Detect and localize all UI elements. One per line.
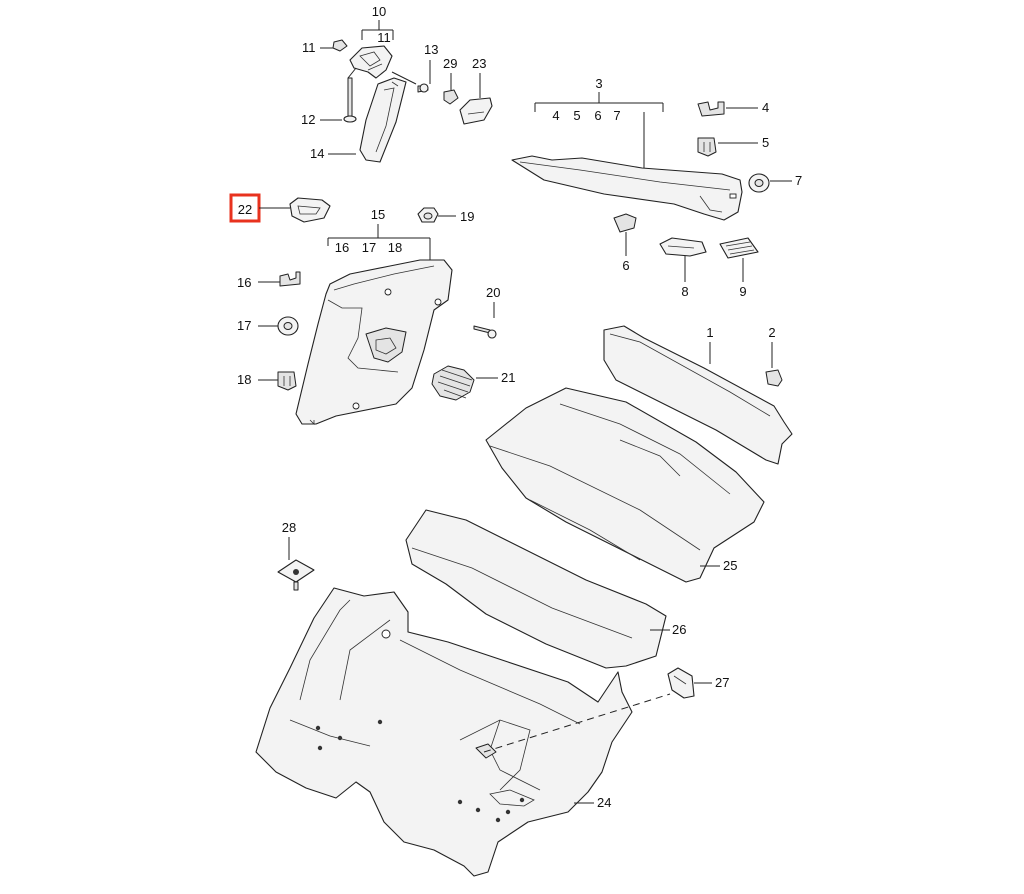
part-20-screw[interactable]: 20 — [473, 285, 500, 339]
part-6-clip[interactable]: 6 — [613, 213, 637, 273]
callout-10[interactable]: 10 — [372, 4, 386, 19]
callout-18[interactable]: 18 — [237, 372, 251, 387]
callout-3-sub-5[interactable]: 5 — [573, 108, 580, 123]
part-4-clip[interactable]: 4 — [697, 100, 769, 117]
callout-4[interactable]: 4 — [762, 100, 769, 115]
callout-27[interactable]: 27 — [715, 675, 729, 690]
callout-13[interactable]: 13 — [424, 42, 438, 57]
callout-28[interactable]: 28 — [282, 520, 296, 535]
callout-3-sub-7[interactable]: 7 — [613, 108, 620, 123]
callout-15-sub-16[interactable]: 16 — [335, 240, 349, 255]
part-15-side-trim[interactable] — [295, 259, 453, 425]
callout-15-sub-17[interactable]: 17 — [362, 240, 376, 255]
part-9-grille[interactable]: 9 — [719, 237, 759, 299]
part-16-clip[interactable]: 16 — [237, 271, 301, 290]
callout-1[interactable]: 1 — [706, 325, 713, 340]
callout-3-sub-6[interactable]: 6 — [594, 108, 601, 123]
callout-3-sub-4[interactable]: 4 — [552, 108, 559, 123]
part-24-floor-trim[interactable]: 24 — [255, 587, 633, 877]
part-28-bracket[interactable]: 28 — [277, 520, 315, 591]
callout-15[interactable]: 15 — [371, 207, 385, 222]
callout-21[interactable]: 21 — [501, 370, 515, 385]
callout-7[interactable]: 7 — [795, 173, 802, 188]
callout-group-3: 3 4 5 6 7 — [534, 76, 664, 168]
part-21-grille[interactable]: 21 — [431, 365, 515, 401]
pillar-bracket[interactable] — [349, 45, 393, 79]
callout-24[interactable]: 24 — [597, 795, 611, 810]
part-1-rear-panel[interactable]: 1 — [603, 325, 793, 465]
callout-3[interactable]: 3 — [595, 76, 602, 91]
part-13-screw[interactable]: 13 — [417, 42, 438, 93]
part-7-washer[interactable]: 7 — [748, 173, 802, 193]
callout-11[interactable]: 11 — [302, 40, 316, 55]
part-29-clip[interactable]: 29 — [443, 56, 459, 105]
part-27-cover[interactable]: 27 — [483, 667, 729, 753]
callout-10-sub-11[interactable]: 11 — [377, 30, 391, 45]
part-25-parcel-shelf[interactable]: 25 — [485, 387, 765, 583]
callout-25[interactable]: 25 — [723, 558, 737, 573]
part-8-cover[interactable]: 8 — [659, 237, 707, 299]
callout-9[interactable]: 9 — [739, 284, 746, 299]
callout-23[interactable]: 23 — [472, 56, 486, 71]
part-11-clip[interactable]: 11 — [302, 39, 348, 55]
callout-17[interactable]: 17 — [237, 318, 251, 333]
part-2-clip[interactable]: 2 — [765, 325, 783, 387]
part-22-cover[interactable]: 22 — [229, 193, 331, 223]
callout-group-10: 10 11 — [361, 4, 394, 45]
callout-26[interactable]: 26 — [672, 622, 686, 637]
callout-8[interactable]: 8 — [681, 284, 688, 299]
part-18-clip[interactable]: 18 — [237, 371, 297, 391]
callout-12[interactable]: 12 — [301, 112, 315, 127]
part-14-pillar-trim[interactable]: 14 — [310, 71, 417, 163]
callout-20[interactable]: 20 — [486, 285, 500, 300]
callout-6[interactable]: 6 — [622, 258, 629, 273]
callout-22[interactable]: 22 — [238, 202, 252, 217]
part-19-plug[interactable]: 19 — [417, 207, 474, 224]
part-12-screw[interactable]: 12 — [301, 67, 357, 127]
callout-2[interactable]: 2 — [768, 325, 775, 340]
part-26-trim-mat[interactable]: 26 — [405, 509, 686, 669]
callout-14[interactable]: 14 — [310, 146, 324, 161]
callout-group-15: 15 16 17 18 — [327, 207, 431, 262]
callout-16[interactable]: 16 — [237, 275, 251, 290]
part-3-rail-trim[interactable] — [511, 155, 743, 221]
callout-29[interactable]: 29 — [443, 56, 457, 71]
part-5-clip[interactable]: 5 — [697, 135, 769, 157]
callout-15-sub-18[interactable]: 18 — [388, 240, 402, 255]
callout-19[interactable]: 19 — [460, 209, 474, 224]
callout-5[interactable]: 5 — [762, 135, 769, 150]
part-23-bracket[interactable]: 23 — [459, 56, 493, 125]
part-17-washer[interactable]: 17 — [237, 316, 299, 336]
